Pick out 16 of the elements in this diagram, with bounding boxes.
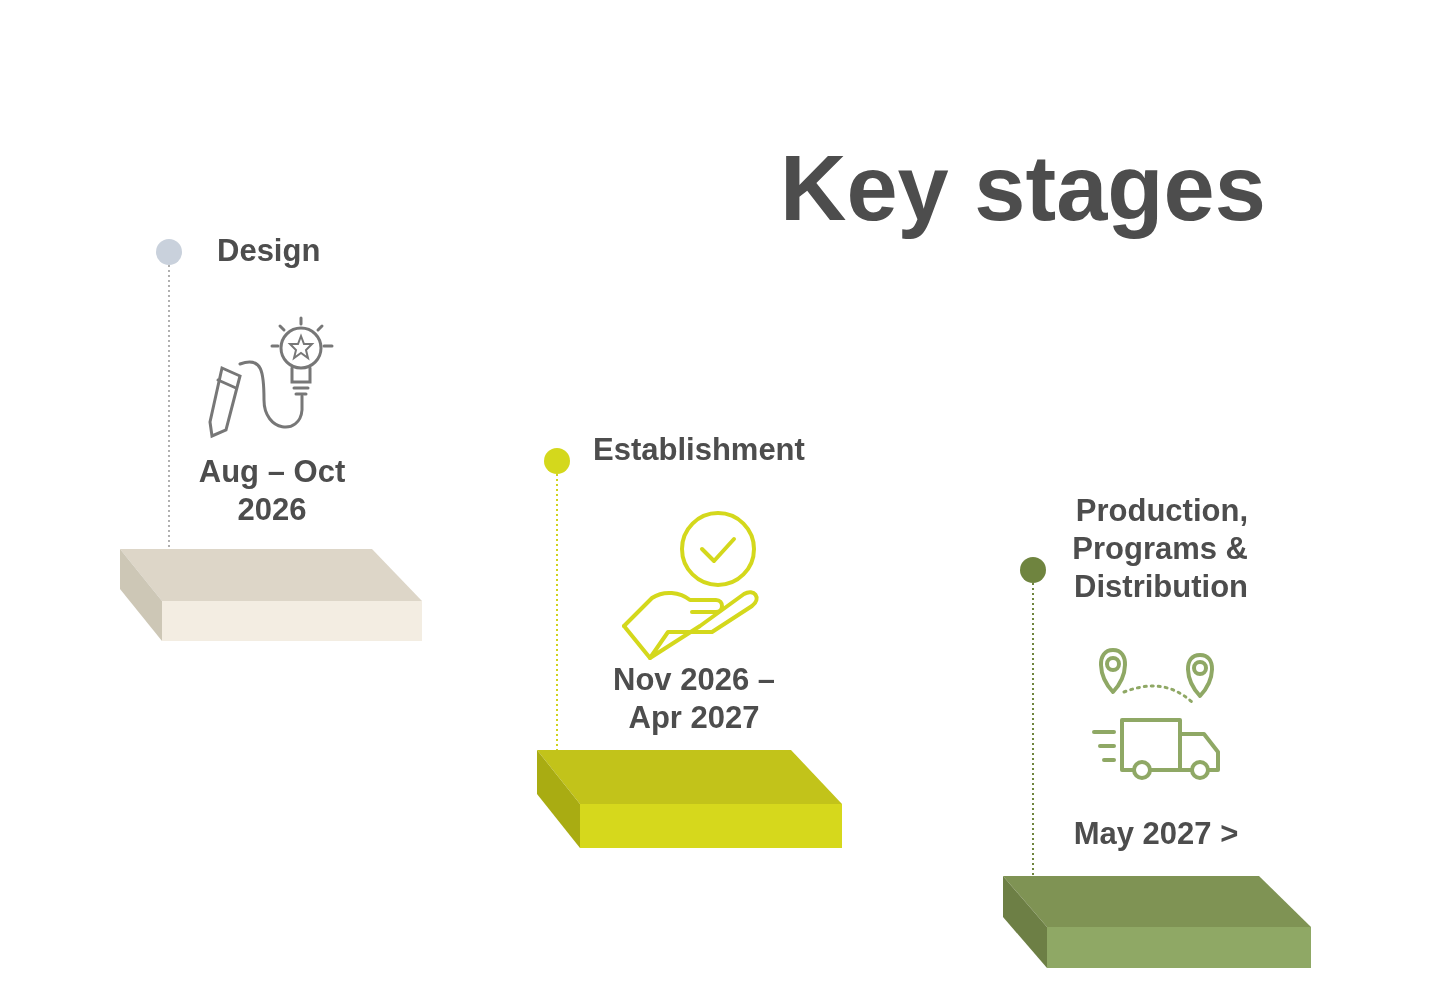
platform-block: [120, 549, 422, 641]
dotted-connector: [168, 264, 170, 550]
platform-block: [1003, 876, 1311, 968]
stage-dates: Nov 2026 – Apr 2027: [612, 661, 776, 737]
stage-dates: Aug – Oct 2026: [197, 453, 347, 529]
stage-heading: Design: [217, 232, 322, 270]
stage-heading: Production, Programs & Distribution: [1071, 492, 1248, 606]
timeline-dot: [156, 239, 182, 265]
timeline-dot: [544, 448, 570, 474]
stage-dates: May 2027 >: [1072, 815, 1240, 853]
platform-block: [537, 750, 842, 848]
dotted-connector: [556, 473, 558, 751]
timeline-dot: [1020, 557, 1046, 583]
stage-heading: Establishment: [593, 431, 806, 469]
title: Key stages: [780, 138, 1266, 240]
dotted-connector: [1032, 582, 1034, 877]
